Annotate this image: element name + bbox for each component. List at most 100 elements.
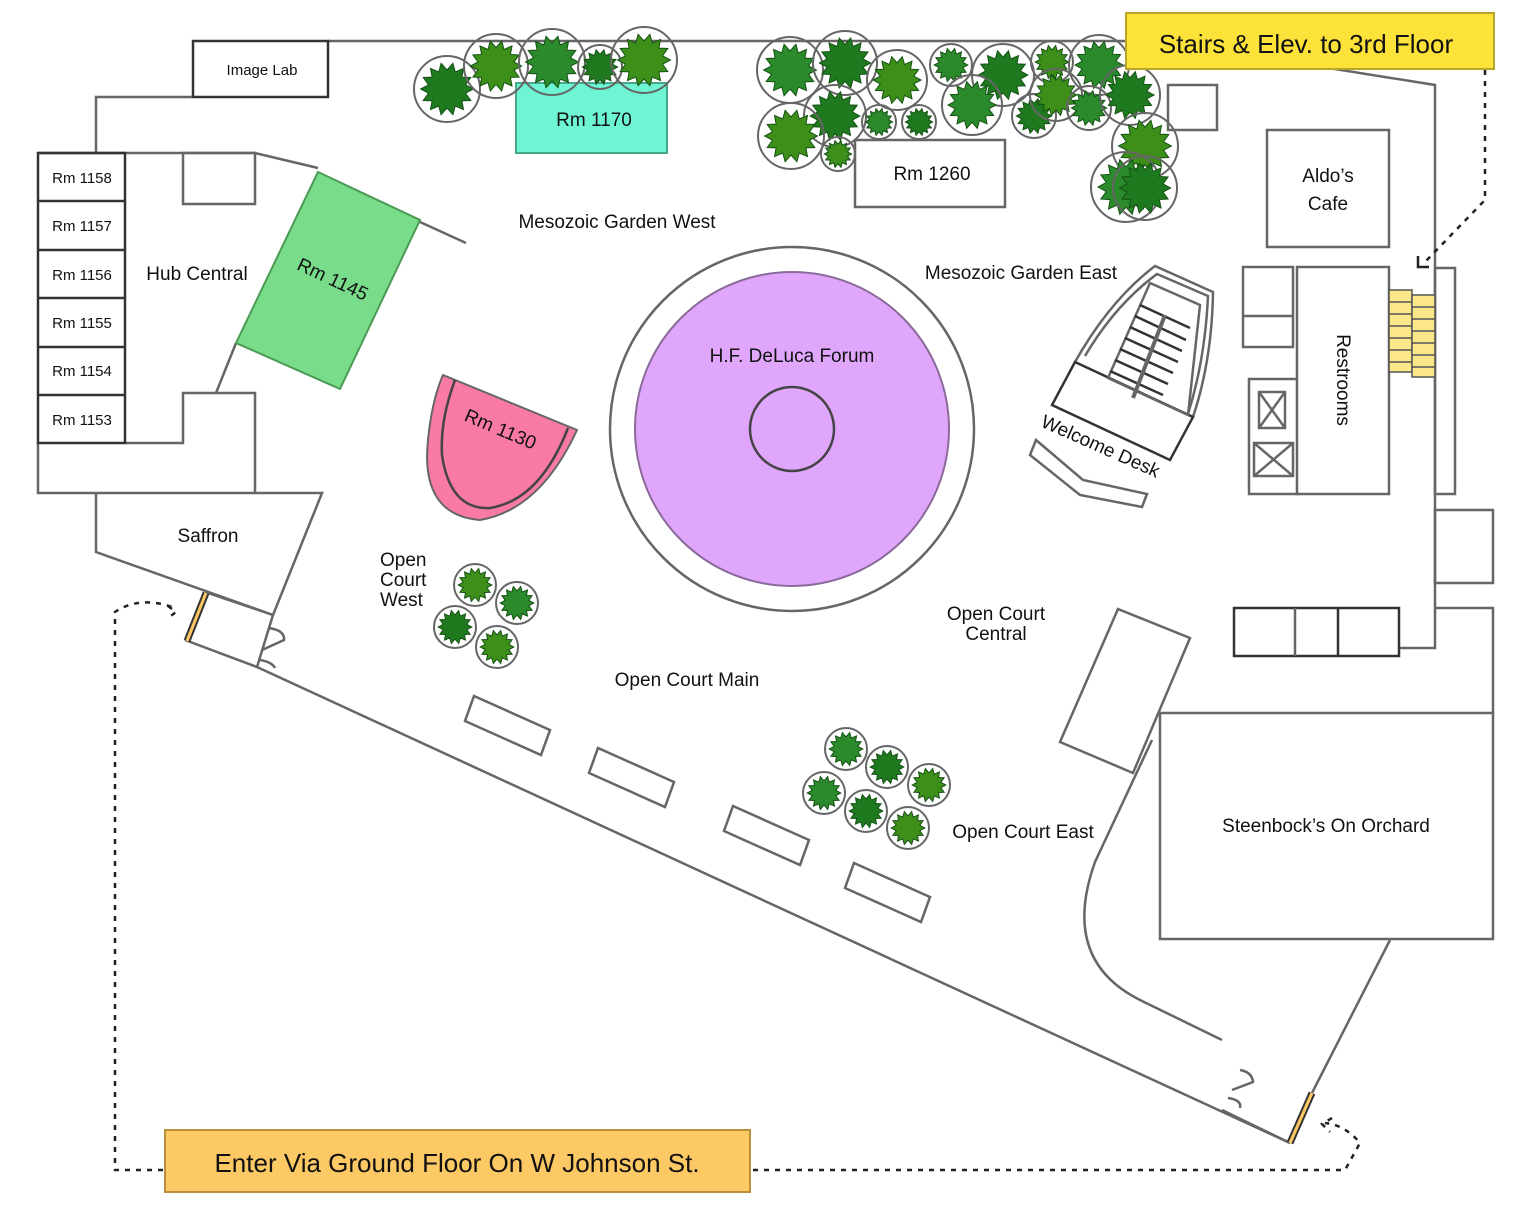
tree-icon <box>1073 40 1125 90</box>
restrooms-label: Restrooms <box>1332 334 1353 426</box>
tree-icon <box>823 139 853 169</box>
open-court-central-label-1: Open Court <box>947 604 1046 625</box>
tree-icon <box>1104 70 1156 120</box>
arrow-icon <box>167 605 179 619</box>
room-1145 <box>234 170 422 391</box>
aldos-label-2: Cafe <box>1308 194 1348 215</box>
tree-icon <box>946 80 998 130</box>
tree-planter <box>1011 93 1057 139</box>
open-court-central-label-2: Central <box>965 624 1026 645</box>
trees <box>413 26 1179 850</box>
room-column: Rm 1158 Rm 1157 Rm 1156 Rm 1155 Rm 1154 … <box>36 151 127 445</box>
stairs-callout: Stairs & Elev. to 3rd Floor <box>1125 12 1495 70</box>
enter-callout-text: Enter Via Ground Floor On W Johnson St. <box>214 1148 699 1178</box>
open-court-west-label-3: West <box>380 590 424 611</box>
tree-icon <box>828 731 864 767</box>
arrow-icon <box>1319 1116 1333 1133</box>
aldos-cafe <box>1265 128 1391 249</box>
tree-planter <box>865 745 909 789</box>
tree-icon <box>479 629 515 665</box>
welcome-desk: Welcome Desk <box>1028 264 1215 509</box>
tree-icon <box>890 810 926 846</box>
tree-planter <box>907 763 951 807</box>
tree-planter <box>757 102 825 170</box>
tree-planter <box>1029 68 1083 122</box>
image-lab-room <box>191 39 330 99</box>
service-boxes <box>1232 606 1401 658</box>
room-1156-label: Rm 1156 <box>52 267 112 284</box>
tree-planter <box>820 136 856 172</box>
tree-planter <box>1112 155 1178 221</box>
tree-planter <box>1066 85 1112 131</box>
stairs-steps <box>1388 289 1436 378</box>
entrance-doors <box>183 591 1316 1145</box>
tree-icon <box>437 609 473 645</box>
hub-central-label: Hub Central <box>146 264 247 285</box>
tree-planter <box>901 104 937 140</box>
garden-west-label: Mesozoic Garden West <box>518 212 716 233</box>
open-court-west-label-2: Court <box>380 570 427 591</box>
arrow-icon <box>1416 256 1429 269</box>
tree-icon <box>848 793 884 829</box>
entry-path-right <box>753 1121 1362 1172</box>
tree-icon <box>616 33 672 87</box>
enter-callout: Enter Via Ground Floor On W Johnson St. <box>164 1129 751 1193</box>
tree-icon <box>869 749 905 785</box>
room-1154-label: Rm 1154 <box>52 363 112 380</box>
garden-east-label: Mesozoic Garden East <box>925 263 1118 284</box>
benches <box>463 694 932 924</box>
tree-icon <box>911 767 947 803</box>
tree-planter <box>495 581 539 625</box>
tree-planter <box>941 74 1003 136</box>
image-lab-label: Image Lab <box>227 62 298 79</box>
stairs-path <box>1424 70 1487 263</box>
room-1157-label: Rm 1157 <box>52 218 112 235</box>
tree-icon <box>871 55 923 105</box>
tree-icon <box>1117 119 1173 173</box>
room-1158-label: Rm 1158 <box>52 170 112 187</box>
tree-planter <box>463 33 529 99</box>
saffron-label: Saffron <box>178 526 239 547</box>
tree-icon <box>1118 161 1172 215</box>
tree-icon <box>499 585 535 621</box>
tree-icon <box>864 107 894 137</box>
tree-planter <box>518 28 586 96</box>
open-court-west-label-1: Open <box>380 550 426 571</box>
tree-icon <box>524 35 580 89</box>
tree-planter <box>413 55 481 123</box>
tree-planter <box>812 30 878 96</box>
tree-icon <box>904 107 934 137</box>
open-court-east-label: Open Court East <box>952 822 1094 843</box>
tree-icon <box>457 567 493 603</box>
deluca-forum: H.F. DeLuca Forum <box>608 245 976 613</box>
stairs-callout-text: Stairs & Elev. to 3rd Floor <box>1159 29 1454 59</box>
tree-icon <box>1070 89 1108 127</box>
tree-icon <box>581 48 619 86</box>
tree-planter <box>453 563 497 607</box>
tree-icon <box>469 39 523 93</box>
tree-planter <box>861 104 897 140</box>
tree-planter <box>886 806 930 850</box>
room-1170 <box>515 82 668 154</box>
room-1130 <box>426 373 579 522</box>
tree-icon <box>762 43 818 97</box>
tree-planter <box>802 771 846 815</box>
restrooms: Restrooms <box>1241 265 1436 496</box>
tree-planter <box>610 26 678 94</box>
tree-planter <box>824 727 868 771</box>
tree-planter <box>577 44 623 90</box>
entry-path-left <box>113 601 176 1172</box>
tree-planter <box>844 789 888 833</box>
aldos-label-1: Aldo’s <box>1302 166 1353 187</box>
tree-icon <box>763 109 819 163</box>
tree-planter <box>929 43 973 87</box>
room-1155-label: Rm 1155 <box>52 315 112 332</box>
tree-icon <box>933 47 969 83</box>
room-1170-label: Rm 1170 <box>556 110 632 131</box>
open-court-main-label: Open Court Main <box>615 670 760 691</box>
steenbocks-label: Steenbock’s On Orchard <box>1222 816 1430 837</box>
tree-icon <box>419 62 475 116</box>
room-1260-label: Rm 1260 <box>893 164 970 185</box>
tree-planter <box>866 49 928 111</box>
